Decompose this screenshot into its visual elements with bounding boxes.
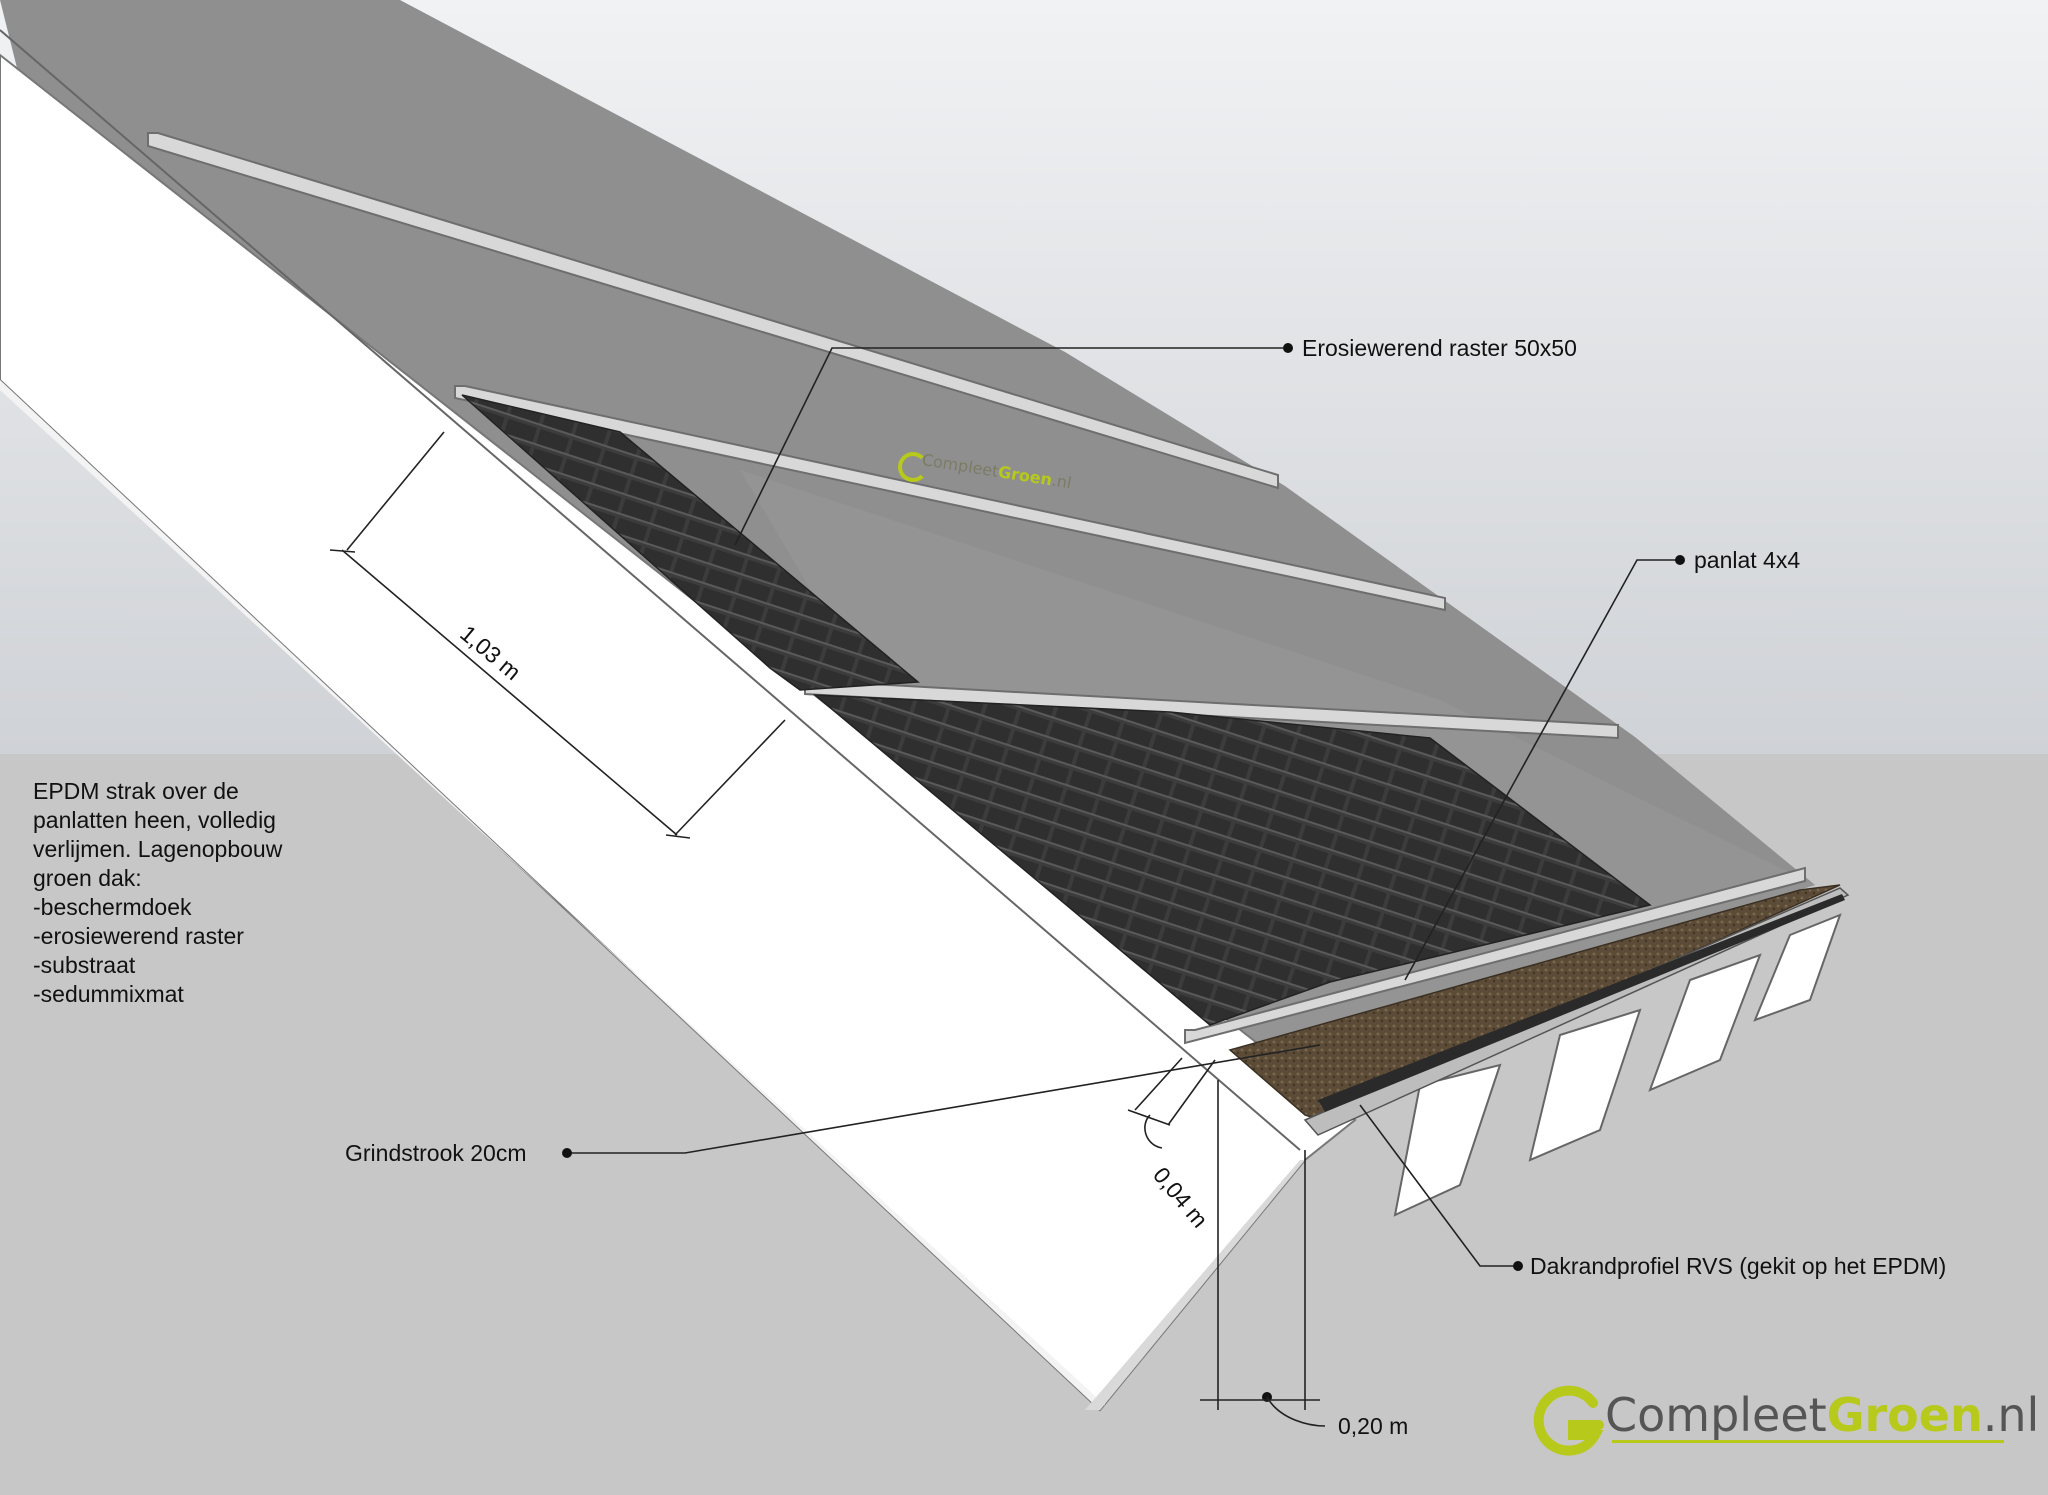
callout-batten: panlat 4x4	[1694, 547, 1801, 573]
dimension-gravel	[1200, 1080, 1326, 1427]
edge-profile-dark	[1318, 894, 1845, 1112]
dimension-gravel-label: 0,20 m	[1338, 1413, 1409, 1439]
brand-part1: Compleet	[1605, 1388, 1827, 1442]
brand-logo: CompleetGroen.nl	[1605, 1388, 2039, 1442]
brand-part3: .nl	[1982, 1388, 2040, 1442]
battens	[147, 132, 1806, 1045]
watermark-part3: .nl	[1050, 470, 1073, 493]
tile-section-upper	[461, 394, 920, 691]
layer-description: EPDM strak over de panlatten heen, volle…	[33, 777, 282, 1009]
description-line: panlatten heen, volledig	[33, 807, 276, 833]
brand-part2: Groen	[1826, 1388, 1983, 1442]
description-line: -substraat	[33, 952, 136, 978]
tile-section-lower	[812, 694, 1652, 1026]
callout-erosion-grid: Erosiewerend raster 50x50	[1302, 335, 1577, 361]
fascia-top-edge	[0, 29, 1301, 1151]
rafter-ends	[1393, 913, 1842, 1217]
brand-logo-icon	[1533, 1385, 1604, 1456]
callout-edge-profile: Dakrandprofiel RVS (gekit op het EPDM)	[1530, 1253, 1947, 1279]
description-line: -beschermdoek	[33, 894, 192, 920]
description-line: -erosiewerend raster	[33, 923, 244, 949]
fascia-underside	[1085, 1160, 1305, 1410]
dimension-width	[329, 431, 786, 839]
description-line: -sedummixmat	[33, 981, 184, 1007]
dimension-batten	[1127, 1057, 1216, 1149]
description-line: groen dak:	[33, 865, 142, 891]
brand-underline	[1612, 1440, 2004, 1443]
description-line: EPDM strak over de	[33, 778, 239, 804]
callout-gravel-strip: Grindstrook 20cm	[345, 1140, 527, 1166]
leader-lines	[567, 347, 1680, 1267]
watermark-logo-icon	[898, 452, 928, 482]
description-line: verlijmen. Lagenopbouw	[33, 836, 283, 862]
